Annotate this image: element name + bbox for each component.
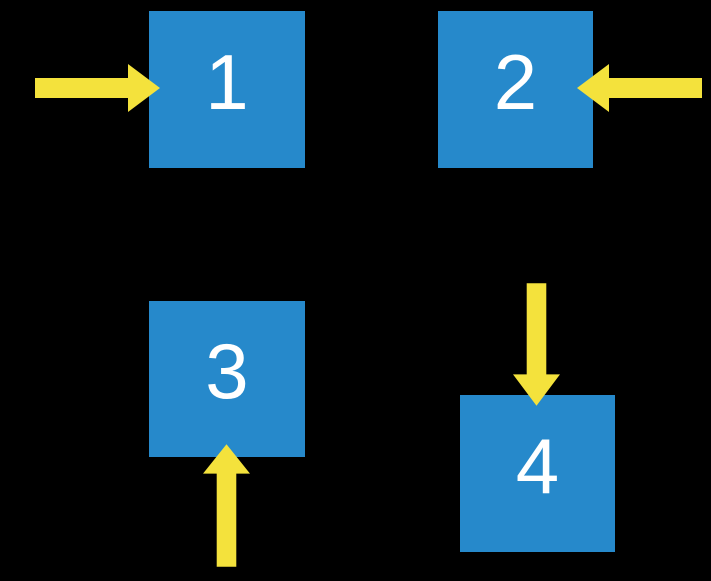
- box-2-label: 2: [493, 37, 538, 126]
- arrow-right-icon: [35, 64, 160, 112]
- box-1-label: 1: [205, 37, 249, 126]
- arrow-down-icon: [513, 283, 560, 406]
- arrow-up-icon: [203, 444, 250, 567]
- numbered-box-4: 4: [460, 395, 615, 552]
- arrow-left-icon: [577, 64, 702, 112]
- numbered-box-3: 3: [149, 301, 305, 457]
- box-4-label: 4: [515, 421, 560, 510]
- box-3-label: 3: [205, 327, 249, 415]
- numbered-box-2: 2: [438, 11, 593, 168]
- numbered-box-1: 1: [149, 11, 305, 168]
